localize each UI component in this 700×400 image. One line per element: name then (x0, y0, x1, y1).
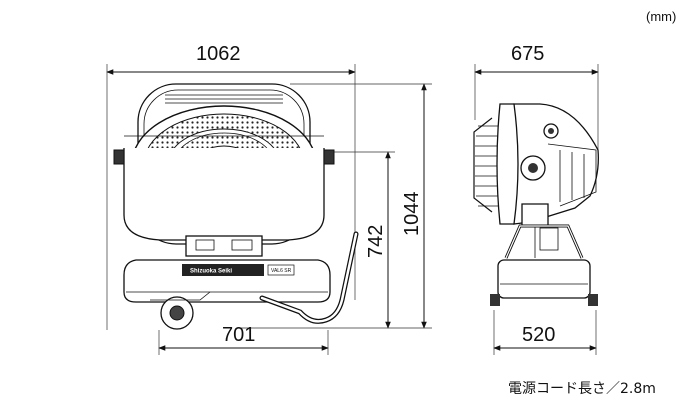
side-foot-left (490, 294, 500, 306)
dim-side-base-width: 520 (522, 324, 555, 346)
dim-front-width: 1062 (196, 43, 241, 65)
tilt-knob-left (113, 149, 125, 165)
side-view: 675 520 (473, 43, 599, 355)
side-fuel-tank (497, 259, 591, 299)
side-head-body (513, 103, 599, 225)
model-badge-text: VAL6 SR (271, 268, 292, 274)
dim-front-overall-height: 1044 (401, 192, 423, 237)
nameplate-text: Shizuoka Seiki (190, 269, 232, 275)
dim-side-depth: 675 (511, 43, 544, 65)
model-badge (267, 264, 295, 276)
dim-front-base-width: 701 (222, 324, 255, 346)
tilt-knob-right (323, 149, 335, 165)
nameplate (182, 264, 264, 276)
power-cord-note: 電源コード長さ／2.8m (508, 381, 656, 397)
neck-mechanism (185, 235, 263, 257)
side-guard-grill (473, 117, 498, 213)
side-foot-right (588, 294, 598, 306)
unit-label: (mm) (646, 9, 676, 24)
yoke-frame (123, 148, 325, 241)
front-view: Shizuoka Seiki VAL6 SR 1062 701 742 1044 (106, 43, 432, 355)
dim-front-center-height: 742 (365, 225, 387, 258)
